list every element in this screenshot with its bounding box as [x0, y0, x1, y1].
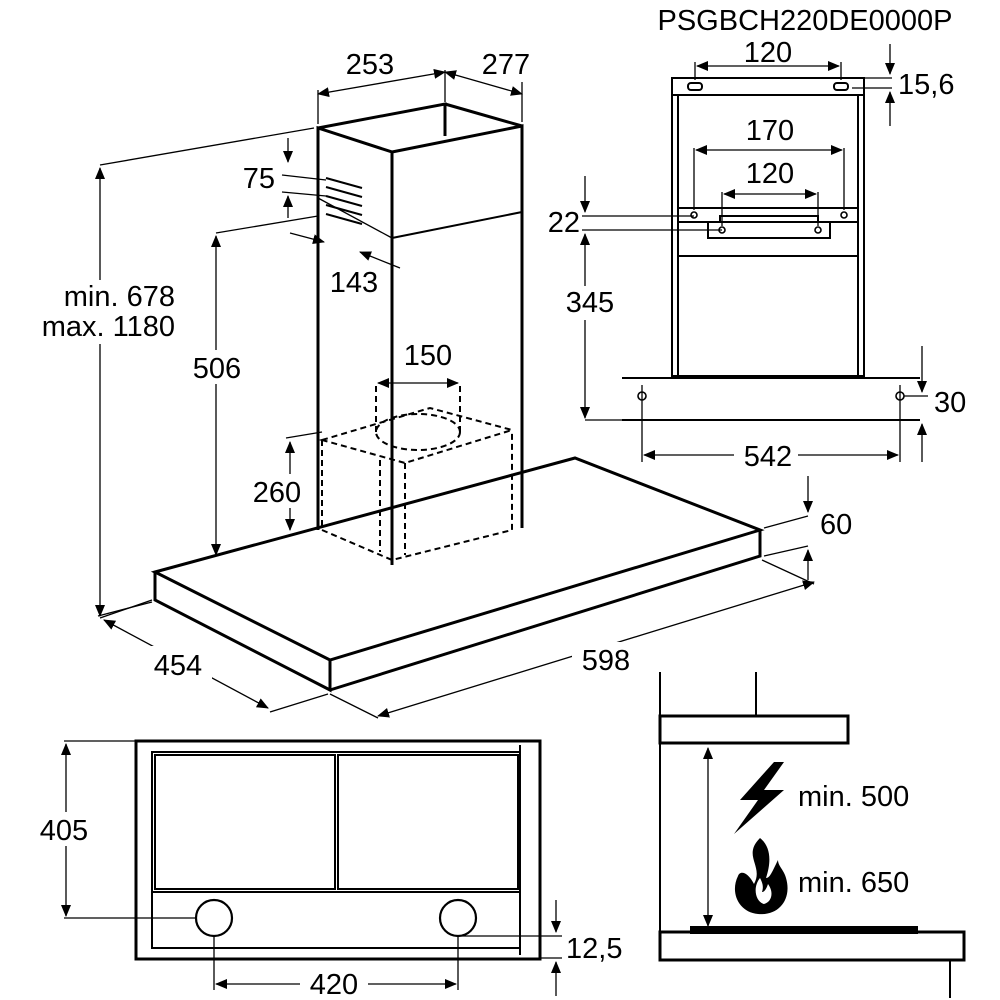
flame-icon — [734, 838, 788, 915]
label-base-screw-offset: 30 — [934, 387, 966, 419]
label-clearance-gas: min. 650 — [798, 867, 909, 899]
dim-bracket-to-base: 345 — [556, 233, 622, 421]
hob-side-profile — [658, 930, 966, 962]
dim-vent-offset: 143 — [289, 232, 401, 299]
canopy-outline — [150, 456, 765, 693]
dim-bracket-top-spacing: 120 — [694, 37, 842, 80]
label-bracket-top-spacing: 120 — [744, 37, 792, 69]
dim-canopy-thickness: 60 — [763, 476, 852, 580]
model-code: PSGBCH220DE0000P — [658, 5, 953, 37]
label-vent-height: 75 — [243, 163, 275, 195]
dim-canopy-width: 598 — [329, 559, 815, 719]
dim-base-screw-spacing: 542 — [643, 440, 899, 473]
dim-chimney-depth: 277 — [444, 49, 530, 122]
hood-side-profile — [658, 714, 850, 745]
dim-bottom-depth: 405 — [34, 740, 196, 919]
dim-bracket-outer-spacing: 170 — [693, 115, 845, 210]
label-canopy-depth: 454 — [154, 650, 202, 682]
hob-surface — [690, 926, 918, 934]
dim-lamp-offset: 12,5 — [458, 900, 622, 996]
dim-chimney-width: 253 — [317, 49, 446, 124]
label-height-max: max. 1180 — [42, 311, 175, 343]
label-bracket-top-offset: 15,6 — [898, 69, 954, 101]
label-bracket-outer-spacing: 170 — [746, 115, 794, 147]
label-lamp-spacing: 420 — [310, 969, 358, 1000]
dim-bracket-height: 22 — [548, 176, 722, 239]
label-chimney-depth: 277 — [482, 49, 530, 81]
label-canopy-width: 598 — [582, 645, 630, 677]
label-chimney-width: 253 — [346, 49, 394, 81]
dim-vent-height: 75 — [243, 138, 327, 218]
lamp-right — [438, 898, 478, 938]
bottom-view: 405 420 12,5 — [34, 739, 622, 1000]
dim-bracket-top-offset: 15,6 — [852, 44, 954, 126]
clearance-view: min. 500 min. 650 — [658, 672, 966, 998]
label-bracket-inner-spacing: 120 — [746, 158, 794, 190]
label-lamp-offset: 12,5 — [566, 933, 622, 965]
dim-lamp-spacing: 420 — [213, 936, 459, 1000]
bracket-view: PSGBCH220DE0000P 120 — [548, 5, 967, 473]
label-height-min: min. 678 — [64, 281, 175, 313]
label-base-screw-spacing: 542 — [744, 441, 792, 473]
dim-base-screw-offset: 30 — [904, 346, 966, 462]
lightning-icon — [734, 762, 784, 834]
label-bracket-to-base: 345 — [566, 287, 614, 319]
label-vent-offset: 143 — [330, 267, 378, 299]
dim-total-height: min. 678 max. 1180 — [18, 127, 315, 619]
label-lower-height: 506 — [193, 353, 241, 385]
label-bottom-depth: 405 — [40, 815, 88, 847]
label-canopy-thickness: 60 — [820, 509, 852, 541]
dim-canopy-depth: 454 — [97, 601, 329, 713]
chimney-outline — [316, 102, 524, 565]
label-outlet-diameter: 150 — [404, 340, 452, 372]
dim-outlet-diameter: 150 — [377, 340, 459, 388]
label-bracket-height: 22 — [548, 207, 580, 239]
dim-filter-height: 260 — [246, 431, 323, 531]
dim-bracket-inner-spacing: 120 — [721, 158, 819, 226]
isometric-view: 253 277 75 143 min. 678 ma — [18, 49, 852, 719]
dim-lower-height: 506 — [186, 215, 319, 556]
filter-box-hidden — [318, 385, 516, 562]
label-filter-height: 260 — [253, 477, 301, 509]
label-clearance-electric: min. 500 — [798, 781, 909, 813]
vent-slots — [325, 177, 363, 225]
lamp-left — [194, 898, 234, 938]
